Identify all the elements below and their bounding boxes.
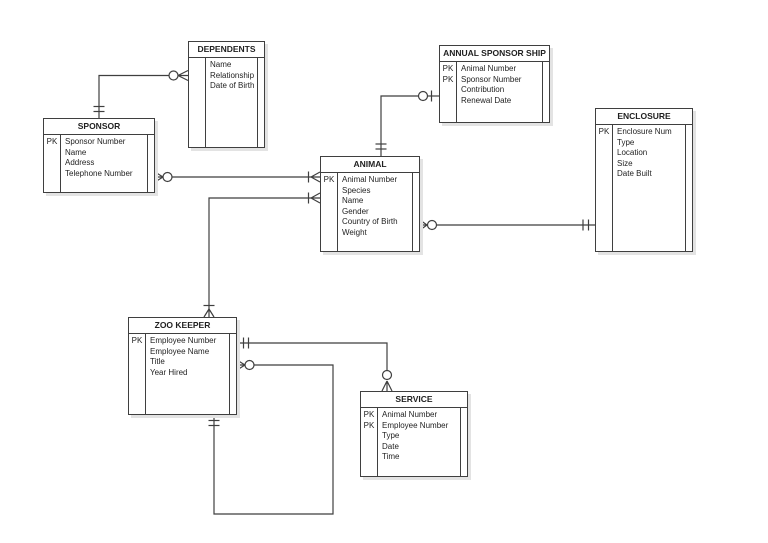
pk-column: PK PK [361,408,378,476]
field-row: Time [382,452,400,462]
field-row: Animal Number [461,64,517,73]
zero-circle-icon [162,171,173,183]
crowfoot-many-icon [310,171,321,183]
field-row: Contribution [461,85,505,95]
pk-label: PK [363,410,375,419]
field-row: Enclosure Num [617,127,672,136]
pk-column: PK PK [440,62,457,122]
entity-title: SERVICE [361,392,467,408]
field-row: Type [382,431,400,441]
entity-annual-sponsorship: ANNUAL SPONSOR SHIP PK PK Animal Number … [439,45,550,123]
relationship-zookeeper-service [237,337,393,392]
entity-dependents: DEPENDENTS Name Relationship Date of Bir… [188,41,265,148]
entity-title: ZOO KEEPER [129,318,236,334]
pk-column: PK [129,334,146,414]
field-row: Weight [342,227,367,237]
entity-animal: ANIMAL PK Animal Number Species Name Gen… [320,156,420,252]
fields-column: Animal Number Employee Number Type Date … [378,408,460,476]
crowfoot-many-icon [203,308,215,318]
entity-title: DEPENDENTS [189,42,264,58]
field-row: Animal Number [382,410,438,419]
pk-label: PK [363,420,375,430]
end-column [685,125,692,251]
field-row: Year Hired [150,367,188,377]
pk-label: PK [46,137,58,146]
field-row: Type [617,137,635,147]
entity-title: ANIMAL [321,157,419,173]
field-row: Name [65,147,87,157]
field-row: Location [617,148,648,158]
zero-circle-icon [417,90,429,102]
field-row: Sponsor Number [461,74,522,84]
zero-circle-icon [426,219,438,231]
entity-title: ANNUAL SPONSOR SHIP [440,46,549,62]
zero-circle-icon [244,359,255,371]
relationship-animal-enclosure [419,219,595,231]
crowfoot-many-icon [154,171,164,183]
field-row: Date Built [617,169,652,179]
pk-label: PK [598,127,610,136]
crowfoot-many-icon [381,380,393,392]
fields-column: Enclosure Num Type Location Size Date Bu… [613,125,685,251]
field-row: Employee Name [150,346,210,356]
pk-column [189,58,206,147]
entity-zookeeper: ZOO KEEPER PK Employee Number Employee N… [128,317,237,415]
crowfoot-many-icon [310,192,321,204]
field-row: Name [210,60,232,69]
relationship-sponsor-dependents [93,69,189,118]
field-row: Sponsor Number [65,137,126,146]
entity-title: SPONSOR [44,119,154,135]
crowfoot-many-icon [236,359,246,371]
field-row: Animal Number [342,175,398,184]
field-row: Title [150,357,165,367]
field-row: Telephone Number [65,168,133,178]
end-column [542,62,549,122]
pk-label: PK [442,64,454,73]
relationship-zookeeper-self [208,359,334,515]
end-column [257,58,264,147]
pk-column: PK [596,125,613,251]
pk-label: PK [323,175,335,184]
fields-column: Animal Number Species Name Gender Countr… [338,173,412,251]
relationship-animal-zookeeper [203,192,321,318]
fields-column: Animal Number Sponsor Number Contributio… [457,62,542,122]
end-column [147,135,154,192]
field-row: Relationship [210,70,255,80]
field-row: Date [382,441,399,451]
zero-circle-icon [381,369,393,381]
field-row: Renewal Date [461,95,512,105]
field-row: Gender [342,206,369,216]
end-column [412,173,419,251]
fields-column: Sponsor Number Name Address Telephone Nu… [61,135,147,192]
pk-label: PK [442,74,454,84]
end-column [229,334,236,414]
pk-label: PK [131,336,143,345]
field-row: Address [65,158,95,168]
fields-column: Name Relationship Date of Birth [206,58,257,147]
pk-column: PK [44,135,61,192]
fields-column: Employee Number Employee Name Title Year… [146,334,229,414]
crowfoot-many-icon [177,69,189,82]
field-row: Employee Number [150,336,217,345]
pk-column: PK [321,173,338,251]
field-row: Name [342,196,364,206]
field-row: Size [617,158,633,168]
entity-sponsor: SPONSOR PK Sponsor Number Name Address T… [43,118,155,193]
end-column [460,408,467,476]
field-row: Date of Birth [210,81,255,91]
entity-title: ENCLOSURE [596,109,692,125]
relationship-animal-annual-sponsorship [375,90,439,156]
entity-service: SERVICE PK PK Animal Number Employee Num… [360,391,468,477]
field-row: Employee Number [382,420,449,430]
relationship-sponsor-animal [154,171,321,183]
entity-enclosure: ENCLOSURE PK Enclosure Num Type Location… [595,108,693,252]
crowfoot-many-icon [419,219,428,231]
field-row: Species [342,185,371,195]
zero-circle-icon [168,70,179,81]
field-row: Country of Birth [342,217,398,227]
